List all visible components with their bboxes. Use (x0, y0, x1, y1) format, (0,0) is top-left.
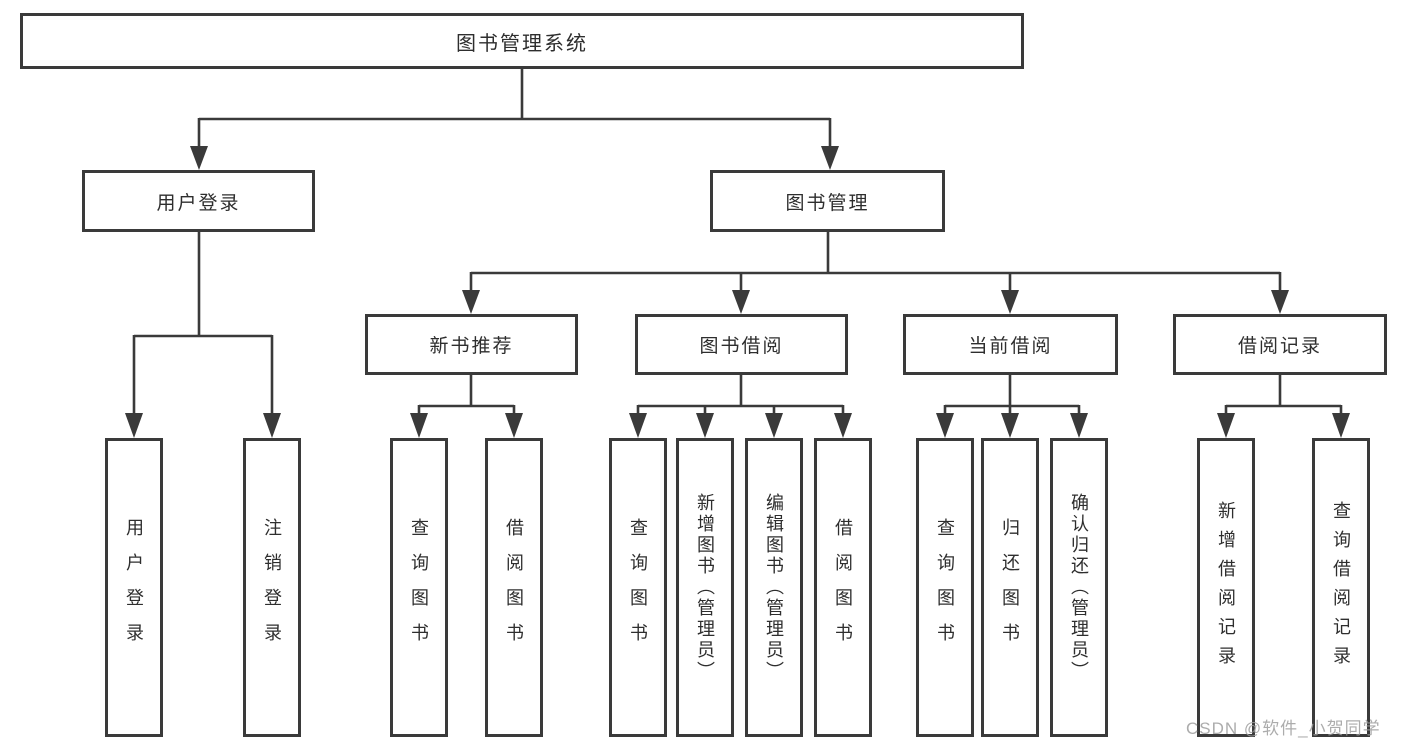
node-borrow-record: 借阅记录 (1173, 314, 1387, 375)
leaf-query-books-current: 查询图书 (916, 438, 974, 737)
leaf-query-borrow-record: 查询借阅记录 (1312, 438, 1370, 737)
node-current-borrow: 当前借阅 (903, 314, 1118, 375)
leaf-query-books-recommend: 查询图书 (390, 438, 448, 737)
csdn-watermark: CSDN @软件_小贺同学 (1186, 719, 1381, 738)
leaf-edit-books-admin: 编辑图书（管理员） (745, 438, 803, 737)
node-user-login: 用户登录 (82, 170, 315, 232)
leaf-query-books-borrow: 查询图书 (609, 438, 667, 737)
node-book-borrow: 图书借阅 (635, 314, 848, 375)
leaf-user-login: 用户登录 (105, 438, 163, 737)
node-new-book-recommend: 新书推荐 (365, 314, 578, 375)
leaf-add-books-admin: 新增图书（管理员） (676, 438, 734, 737)
leaf-confirm-return-admin: 确认归还（管理员） (1050, 438, 1108, 737)
leaf-add-borrow-record: 新增借阅记录 (1197, 438, 1255, 737)
leaf-logout: 注销登录 (243, 438, 301, 737)
node-book-management: 图书管理 (710, 170, 945, 232)
node-root-library-system: 图书管理系统 (20, 13, 1024, 69)
leaf-borrow-books: 借阅图书 (814, 438, 872, 737)
leaf-borrow-books-recommend: 借阅图书 (485, 438, 543, 737)
leaf-return-books: 归还图书 (981, 438, 1039, 737)
